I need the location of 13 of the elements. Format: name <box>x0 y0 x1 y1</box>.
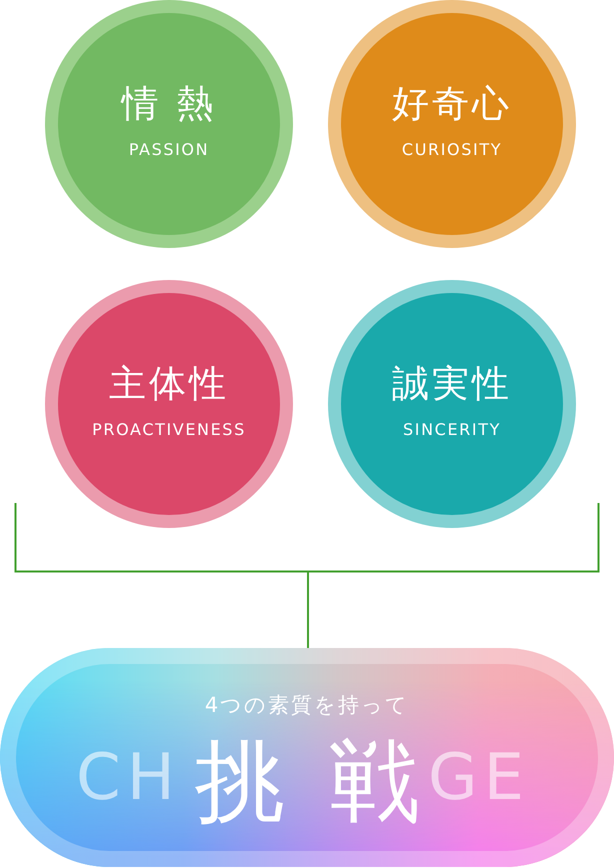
circle-subtitle: SINCERITY <box>403 420 501 440</box>
background-word: CH <box>76 742 181 814</box>
background-word: GE <box>428 742 530 814</box>
circle-subtitle: PROACTIVENESS <box>92 420 246 440</box>
circle-subtitle: CURIOSITY <box>402 140 502 160</box>
circle-title: 誠実性 <box>392 362 512 406</box>
circle-title: 主体性 <box>109 362 229 406</box>
pill-subtitle: 4つの素質を持って <box>204 692 410 718</box>
circle-title: 情 熱 <box>122 82 216 126</box>
circle-subtitle: PASSION <box>128 140 210 160</box>
challenge-pill <box>0 648 614 867</box>
circle-title: 好奇心 <box>392 82 512 126</box>
pill-heading: 挑 戦 <box>194 732 420 832</box>
